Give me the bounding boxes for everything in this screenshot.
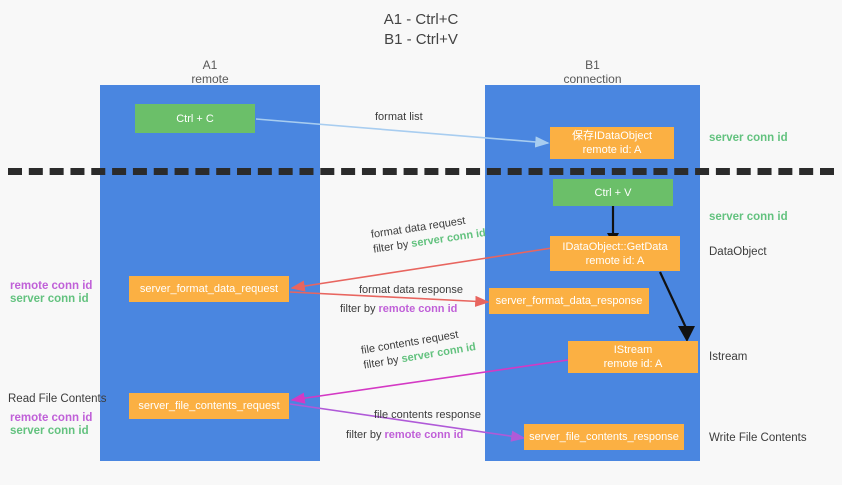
phase-separator bbox=[8, 168, 834, 175]
node-server-format-data-request-line1: server_format_data_request bbox=[139, 283, 279, 295]
annotation-server-conn-id-2: server conn id bbox=[10, 425, 89, 437]
node-server-format-data-response[interactable]: server_format_data_response bbox=[489, 288, 649, 314]
annotation-write-file-contents: Write File Contents bbox=[709, 432, 807, 444]
annotation-dataobject: DataObject bbox=[709, 246, 767, 258]
lane-b1-subtitle: connection bbox=[563, 72, 622, 86]
annotation-remote-conn-id-1: remote conn id bbox=[10, 280, 93, 292]
title-line-2: B1 - Ctrl+V bbox=[384, 31, 458, 48]
node-istream-line1: IStream bbox=[613, 344, 653, 356]
filter-value-remote-conn-id: remote conn id bbox=[384, 429, 464, 441]
node-istream[interactable]: IStream remote id: A bbox=[568, 341, 698, 373]
node-istream-line2: remote id: A bbox=[603, 358, 663, 370]
edge-label-format-list: format list bbox=[375, 110, 423, 125]
edge-label-file-contents-response: file contents response filter by remote … bbox=[346, 408, 482, 443]
node-server-file-contents-response-line1: server_file_contents_response bbox=[529, 431, 679, 443]
node-create-idataobject[interactable]: 保存IDataObject remote id: A bbox=[550, 127, 674, 159]
edge-label-format-data-response: format data response filter by remote co… bbox=[340, 283, 463, 317]
lane-b1-name: B1 bbox=[585, 58, 600, 72]
annotation-istream: Istream bbox=[709, 351, 748, 363]
edge-label-format-list-text: format list bbox=[375, 111, 423, 123]
node-getdata[interactable]: IDataObject::GetData remote id: A bbox=[550, 236, 680, 271]
node-server-format-data-request[interactable]: server_format_data_request bbox=[129, 276, 289, 302]
lane-a1-name: A1 bbox=[202, 58, 218, 72]
annotation-read-file-contents: Read File Contents bbox=[8, 393, 107, 405]
node-server-file-contents-response[interactable]: server_file_contents_response bbox=[524, 424, 684, 450]
node-ctrl-c[interactable]: Ctrl + C bbox=[135, 104, 255, 133]
lane-a1-subtitle: remote bbox=[191, 72, 229, 86]
annotation-remote-conn-id-2: remote conn id bbox=[10, 412, 93, 424]
edge-label-format-data-request: format data request filter by server con… bbox=[370, 211, 487, 257]
annotation-server-conn-id-second: server conn id bbox=[709, 211, 788, 223]
node-ctrl-c-line1: Ctrl + C bbox=[176, 112, 214, 125]
node-ctrl-v-line1: Ctrl + V bbox=[594, 186, 632, 199]
node-create-idataobject-line2: remote id: A bbox=[582, 144, 642, 156]
diagram-title: A1 - Ctrl+C B1 - Ctrl+V bbox=[0, 10, 842, 50]
node-server-file-contents-request[interactable]: server_file_contents_request bbox=[129, 393, 289, 419]
filter-value-remote-conn-id: remote conn id bbox=[378, 303, 458, 315]
edge-label-format-data-response-text: format data response bbox=[359, 284, 463, 296]
lane-header-b1: B1 connection bbox=[485, 58, 700, 86]
node-create-idataobject-line1: 保存IDataObject bbox=[571, 130, 653, 142]
annotation-server-conn-id-top: server conn id bbox=[709, 132, 788, 144]
filter-prefix: filter by bbox=[340, 303, 379, 315]
node-ctrl-v[interactable]: Ctrl + V bbox=[553, 179, 673, 206]
filter-prefix: filter by bbox=[346, 429, 385, 441]
node-getdata-line1: IDataObject::GetData bbox=[562, 240, 668, 253]
node-server-format-data-response-line1: server_format_data_response bbox=[495, 295, 643, 307]
annotation-server-conn-id-1: server conn id bbox=[10, 293, 89, 305]
edge-label-file-contents-response-filter: filter by remote conn id bbox=[346, 428, 481, 443]
title-line-1: A1 - Ctrl+C bbox=[383, 11, 459, 28]
node-server-file-contents-request-line1: server_file_contents_request bbox=[138, 400, 280, 412]
edge-label-format-data-response-filter: filter by remote conn id bbox=[340, 302, 463, 317]
node-getdata-line2: remote id: A bbox=[585, 254, 645, 267]
edge-label-file-contents-request: file contents request filter by server c… bbox=[360, 325, 477, 373]
lane-header-a1: A1 remote bbox=[100, 58, 320, 86]
edge-label-file-contents-response-text: file contents response bbox=[374, 409, 482, 421]
